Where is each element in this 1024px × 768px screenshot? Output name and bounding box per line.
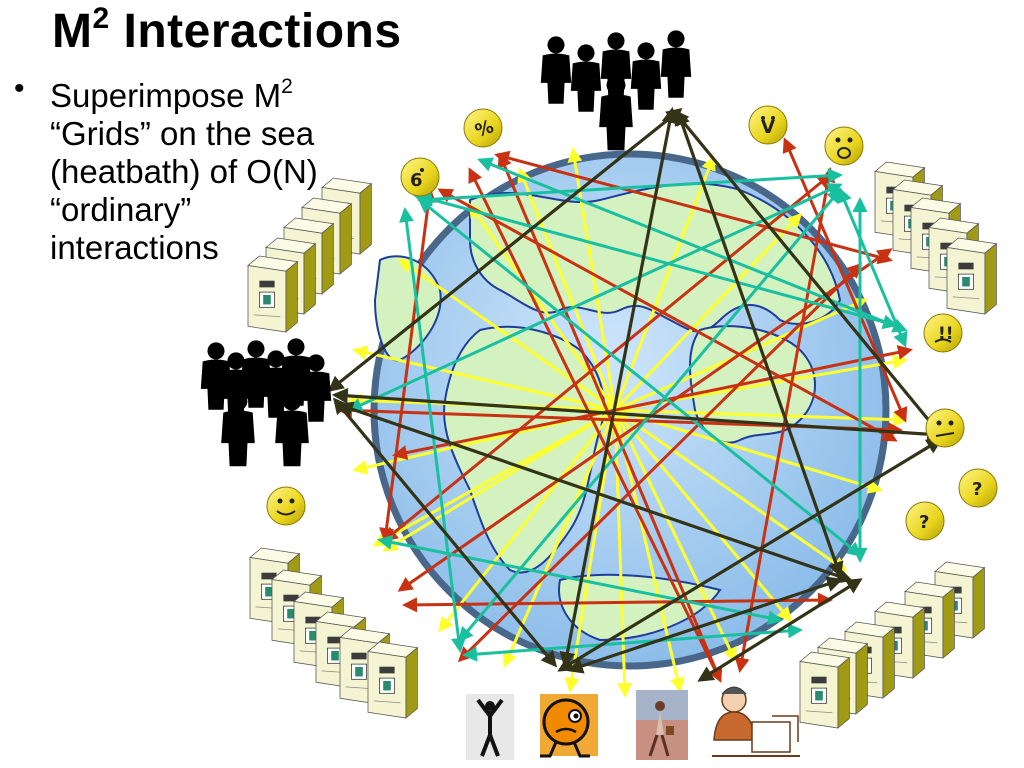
office-worker-clipart-icon	[712, 686, 800, 757]
dark-lines	[327, 106, 948, 682]
server-rack-icon	[799, 561, 985, 729]
svg-text:?: ?	[972, 479, 982, 500]
svg-text:6: 6	[410, 170, 423, 191]
server-rack-icon	[249, 547, 418, 719]
smiley-face-icon	[925, 408, 965, 448]
walking-woman-photo-icon	[636, 690, 688, 760]
svg-text:?: ?	[919, 512, 929, 533]
crowd-icon	[200, 338, 332, 467]
slide-title: M2 Interactions	[52, 2, 402, 59]
cartoon-face-icon	[540, 694, 598, 758]
smiley-face-icon: !!	[923, 313, 963, 353]
title-text: M	[52, 5, 93, 58]
svg-text:V: V	[761, 117, 775, 138]
bullet-line: “ordinary”	[50, 191, 192, 228]
title-superscript: 2	[92, 2, 110, 35]
bullet-line: Superimpose M2	[50, 75, 293, 114]
smiley-face-icon: ?	[905, 501, 945, 541]
smiley-face-icon: ?	[958, 468, 998, 508]
smiley-face-icon: 6	[400, 157, 440, 197]
smiley-face-icon: %	[463, 108, 503, 148]
bullet-marker: •	[14, 72, 25, 105]
smiley-face-icon: V	[748, 105, 788, 145]
smiley-face-icon	[266, 486, 306, 526]
bullet-line: “Grids” on the sea	[50, 115, 315, 152]
bullet-line: (heatbath) of O(N)	[50, 153, 318, 190]
bullet-text: Superimpose M2 “Grids” on the sea (heatb…	[50, 70, 380, 267]
title-text-rest: Interactions	[109, 5, 402, 58]
smiley-face-icon	[824, 126, 864, 166]
bullet-line: interactions	[50, 229, 219, 266]
dancer-photo-icon	[466, 694, 514, 760]
server-rack-icon	[874, 161, 997, 315]
